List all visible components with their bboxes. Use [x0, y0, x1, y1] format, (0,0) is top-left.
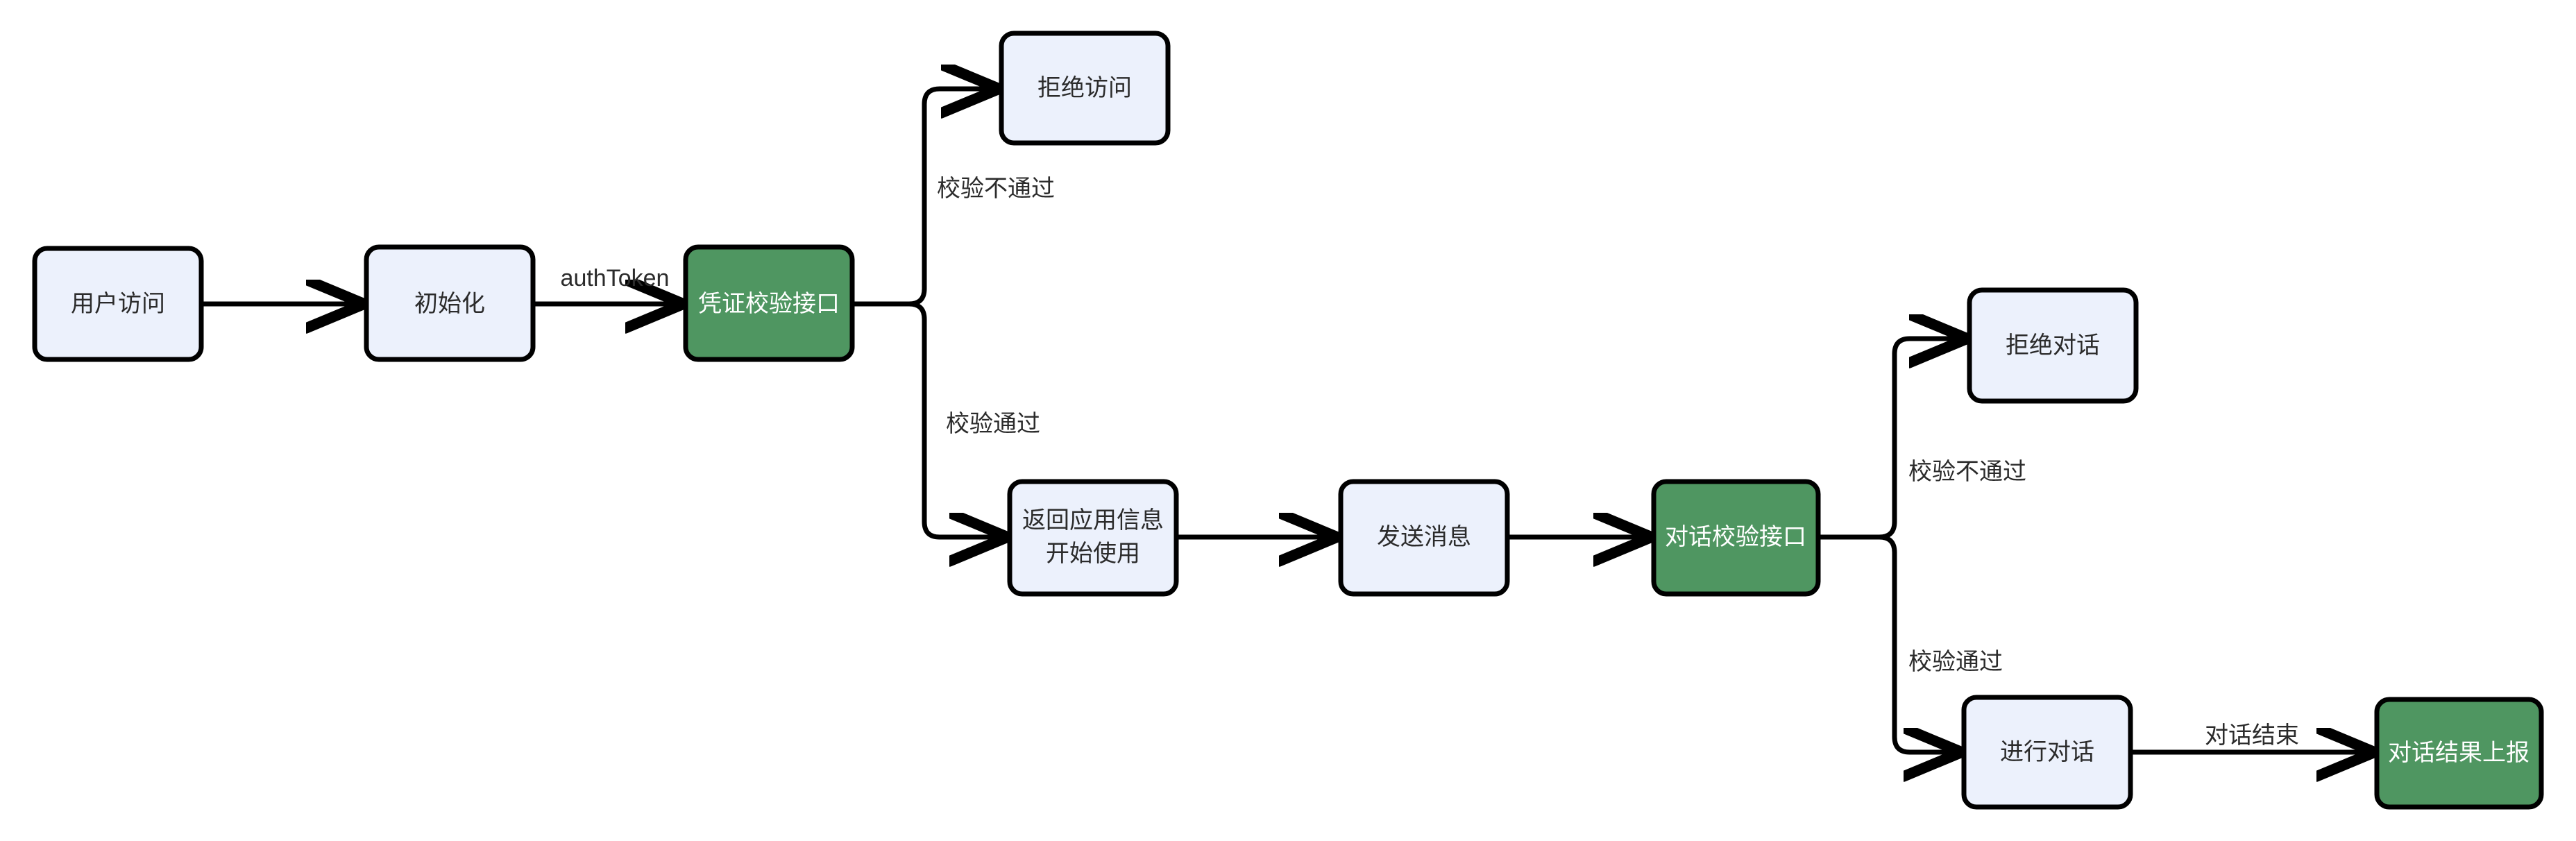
- node-return-app-info[interactable]: 返回应用信息 开始使用: [1007, 479, 1179, 597]
- node-send-message[interactable]: 发送消息: [1338, 479, 1510, 597]
- edge-label-auth-fail: 校验不通过: [937, 176, 1055, 202]
- node-chat-check-api[interactable]: 对话校验接口: [1651, 479, 1821, 597]
- node-deny-chat-box[interactable]: [1967, 287, 2139, 404]
- node-deny-access[interactable]: 拒绝访问: [999, 31, 1171, 146]
- edge-chat-check-api-to-deny-chat: [1879, 339, 1963, 540]
- node-do-chat-box[interactable]: [1961, 695, 2133, 810]
- node-send-message-label: 发送消息: [1377, 524, 1471, 550]
- edge-labels-layer: authToken 校验不通过 校验通过 校验不通过 校验通过 对话结束: [561, 176, 2299, 749]
- edge-label-auth-pass: 校验通过: [946, 411, 1040, 437]
- node-do-chat[interactable]: 进行对话: [1961, 695, 2133, 810]
- node-report-result-label: 对话结果上报: [2388, 740, 2530, 766]
- edge-chat-check-api-to-do-chat: [1879, 534, 1957, 752]
- edge-auth-api-to-return-app-info: [908, 301, 1003, 537]
- node-init-box[interactable]: [364, 244, 536, 362]
- nodes-layer: 用户访问 初始化 凭证校验接口 拒绝访问 返回应用信息 开始使用: [32, 31, 2544, 810]
- node-deny-access-label: 拒绝访问: [1037, 75, 1132, 101]
- edge-label-chat-end: 对话结束: [2205, 722, 2299, 749]
- edges-layer: [201, 89, 2370, 752]
- edge-label-chat-pass: 校验通过: [1908, 649, 2003, 675]
- node-deny-chat-label: 拒绝对话: [2006, 332, 2100, 359]
- node-report-result[interactable]: 对话结果上报: [2374, 697, 2544, 810]
- node-auth-api-box[interactable]: [683, 244, 855, 362]
- node-user-access-label: 用户访问: [71, 291, 165, 317]
- node-report-result-box[interactable]: [2374, 697, 2544, 810]
- node-init[interactable]: 初始化: [364, 244, 536, 362]
- edge-auth-api-to-deny-access: [908, 89, 994, 307]
- node-user-access-box[interactable]: [32, 246, 204, 362]
- node-chat-check-api-label: 对话校验接口: [1665, 524, 1806, 550]
- node-return-app-info-box[interactable]: [1007, 479, 1179, 597]
- node-deny-access-box[interactable]: [999, 31, 1171, 146]
- node-deny-chat[interactable]: 拒绝对话: [1967, 287, 2139, 404]
- node-auth-api[interactable]: 凭证校验接口: [683, 244, 855, 362]
- edge-label-chat-fail: 校验不通过: [1908, 459, 2026, 485]
- node-return-app-info-label-line1: 返回应用信息: [1022, 507, 1164, 534]
- node-send-message-box[interactable]: [1338, 479, 1510, 597]
- node-auth-api-label: 凭证校验接口: [698, 291, 840, 317]
- edge-label-authToken: authToken: [561, 265, 670, 291]
- node-user-access[interactable]: 用户访问: [32, 246, 204, 362]
- node-chat-check-api-box[interactable]: [1651, 479, 1821, 597]
- node-do-chat-label: 进行对话: [2000, 739, 2094, 765]
- node-return-app-info-label-line2: 开始使用: [1046, 541, 1140, 567]
- node-init-label: 初始化: [414, 291, 485, 317]
